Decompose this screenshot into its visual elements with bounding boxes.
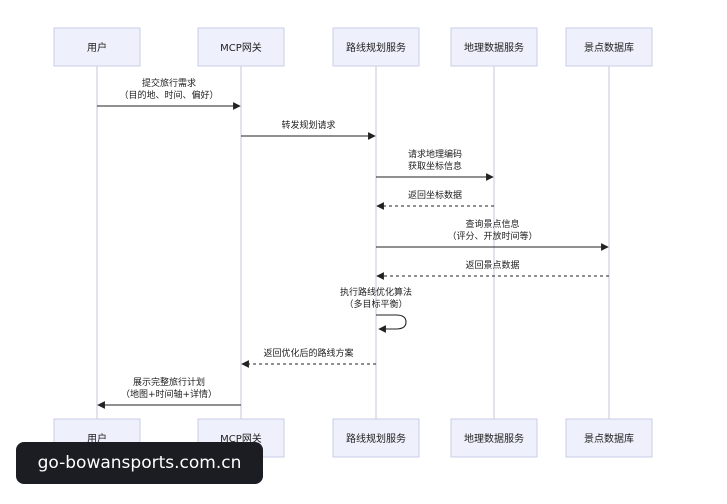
message-label: 请求地理编码 (408, 148, 462, 160)
message-1: 提交旅行需求（目的地、时间、偏好） (97, 77, 241, 110)
message-label: （评分、开放时间等） (447, 230, 537, 242)
message-label: 转发规划请求 (281, 119, 335, 131)
actor-box-poi-top (565, 27, 653, 67)
message-label: 执行路线优化算法 (340, 286, 412, 298)
actor-label-geo-top: 地理数据服务 (464, 41, 524, 54)
actor-box-geo-top (450, 27, 538, 67)
message-8: 返回优化后的路线方案 (241, 347, 376, 368)
message-label: 返回优化后的路线方案 (263, 347, 353, 359)
actor-label-gateway-top: MCP网关 (220, 41, 262, 54)
actor-box-route-bottom (332, 418, 420, 458)
message-label: 查询景点信息 (465, 218, 519, 230)
message-7: 执行路线优化算法（多目标平衡） (340, 286, 412, 333)
actor-label-poi-top: 景点数据库 (584, 41, 634, 54)
message-label: （目的地、时间、偏好） (119, 89, 218, 101)
actor-label-geo-bottom: 地理数据服务 (464, 432, 524, 445)
actor-label-poi-bottom: 景点数据库 (584, 432, 634, 445)
actor-label-route-bottom: 路线规划服务 (346, 432, 406, 445)
self-message-arrow (376, 314, 407, 333)
message-6: 返回景点数据 (376, 259, 609, 280)
message-4: 返回坐标数据 (376, 189, 494, 210)
actor-label-gateway-bottom: MCP网关 (220, 432, 262, 445)
message-label: （地图+时间轴+详情） (121, 388, 217, 400)
message-label: （多目标平衡） (344, 298, 407, 310)
message-label: 展示完整旅行计划 (133, 376, 205, 388)
actor-label-user-top: 用户 (87, 41, 107, 54)
message-label: 返回坐标数据 (408, 189, 462, 201)
watermark-banner: go-bowansports.com.cn (16, 442, 263, 484)
message-9: 展示完整旅行计划（地图+时间轴+详情） (97, 376, 241, 409)
message-label: 返回景点数据 (465, 259, 519, 271)
message-5: 查询景点信息（评分、开放时间等） (376, 218, 609, 251)
message-label: 获取坐标信息 (408, 160, 462, 172)
actor-label-user-bottom: 用户 (87, 432, 107, 445)
actor-label-route-top: 路线规划服务 (346, 41, 406, 54)
actor-box-poi-bottom (565, 418, 653, 458)
message-label: 提交旅行需求 (142, 77, 196, 89)
message-2: 转发规划请求 (241, 119, 376, 140)
actor-box-gateway-top (197, 27, 285, 67)
actor-box-geo-bottom (450, 418, 538, 458)
actor-box-route-top (332, 27, 420, 67)
actor-box-user-top (53, 27, 141, 67)
